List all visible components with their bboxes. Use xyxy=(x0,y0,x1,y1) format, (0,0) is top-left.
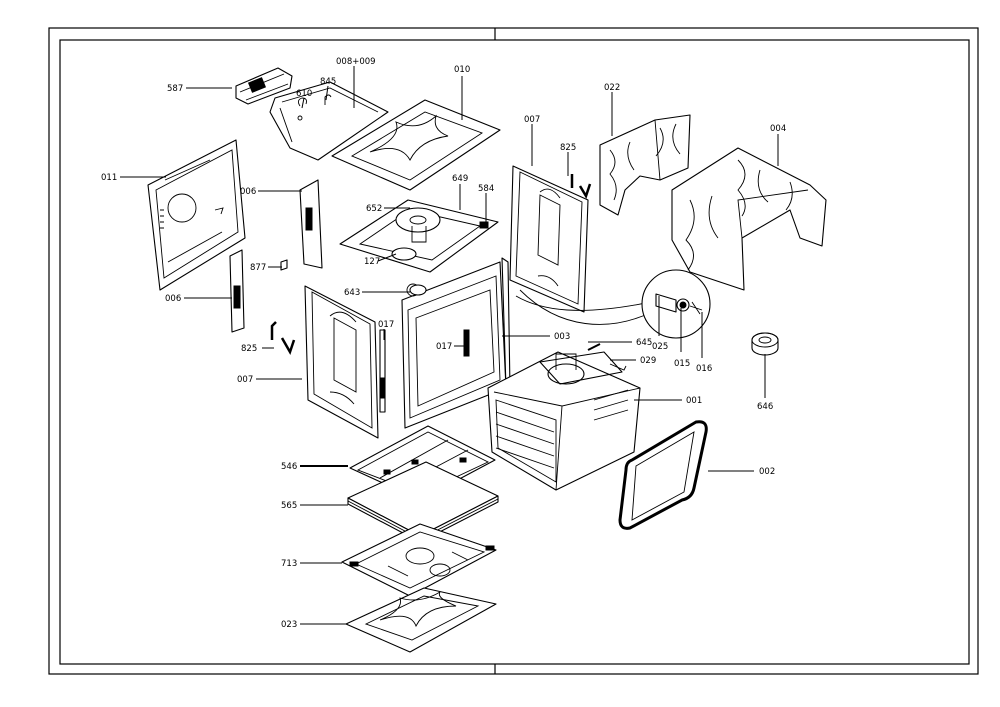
part-587-shape xyxy=(235,67,293,105)
part-008-009-shape xyxy=(269,81,389,161)
part-645-shape xyxy=(587,343,601,351)
label-008-009: 008+009 xyxy=(336,57,376,67)
label-015: 015 xyxy=(674,359,690,369)
label-016: 016 xyxy=(696,364,712,374)
part-labels: 587 610 845 008+009 010 022 004 007 825 … xyxy=(101,57,786,630)
label-845: 845 xyxy=(320,77,336,87)
label-565: 565 xyxy=(281,501,297,511)
drawing-frame xyxy=(48,27,979,675)
label-011: 011 xyxy=(101,173,117,183)
part-029-shape xyxy=(609,363,627,371)
label-587: 587 xyxy=(167,84,183,94)
label-877: 877 xyxy=(250,263,266,273)
part-006a-shape xyxy=(299,179,323,269)
label-713: 713 xyxy=(281,559,297,569)
label-010: 010 xyxy=(454,65,470,75)
part-877-shape xyxy=(280,259,288,271)
part-610-shape xyxy=(297,97,307,107)
part-845-shape xyxy=(324,94,332,105)
label-029: 029 xyxy=(640,356,656,366)
label-610: 610 xyxy=(296,89,312,99)
label-546: 546 xyxy=(281,462,297,472)
label-003: 003 xyxy=(554,332,570,342)
label-006-lower: 006 xyxy=(165,294,181,304)
label-006-upper: 006 xyxy=(240,187,256,197)
part-004-shape xyxy=(671,147,827,291)
label-584: 584 xyxy=(478,184,494,194)
part-001-shape xyxy=(487,351,641,491)
leader-lines xyxy=(120,66,779,625)
part-646-shape xyxy=(751,332,779,356)
label-004: 004 xyxy=(770,124,786,134)
part-010-shape xyxy=(331,99,501,191)
part-006b-shape xyxy=(229,249,245,333)
label-652: 652 xyxy=(366,204,382,214)
label-017-center: 017 xyxy=(436,342,452,352)
part-713-shape xyxy=(341,523,497,597)
label-646: 646 xyxy=(757,402,773,412)
part-007b-shape xyxy=(304,285,379,439)
label-002: 002 xyxy=(759,467,775,477)
part-011-shape xyxy=(147,139,246,291)
label-643: 643 xyxy=(344,288,360,298)
part-017a-shape xyxy=(379,329,386,413)
part-825a-shape xyxy=(570,174,592,199)
part-825b-shape xyxy=(270,321,296,356)
label-649: 649 xyxy=(452,174,468,184)
label-825-lower: 825 xyxy=(241,344,257,354)
part-023-shape xyxy=(345,587,497,653)
part-022-shape xyxy=(599,114,691,216)
label-017-left: 017 xyxy=(378,320,394,330)
label-022: 022 xyxy=(604,83,620,93)
label-127: 127 xyxy=(364,257,380,267)
part-643-shape xyxy=(409,284,427,296)
label-023: 023 xyxy=(281,620,297,630)
label-825-upper: 825 xyxy=(560,143,576,153)
label-007-lower: 007 xyxy=(237,375,253,385)
label-007-upper: 007 xyxy=(524,115,540,125)
part-007a-shape xyxy=(509,165,589,313)
label-025: 025 xyxy=(652,342,668,352)
label-001: 001 xyxy=(686,396,702,406)
part-649-shape xyxy=(339,199,499,273)
label-645: 645 xyxy=(636,338,652,348)
part-002-shape xyxy=(618,420,708,530)
part-003-shape xyxy=(401,257,511,429)
